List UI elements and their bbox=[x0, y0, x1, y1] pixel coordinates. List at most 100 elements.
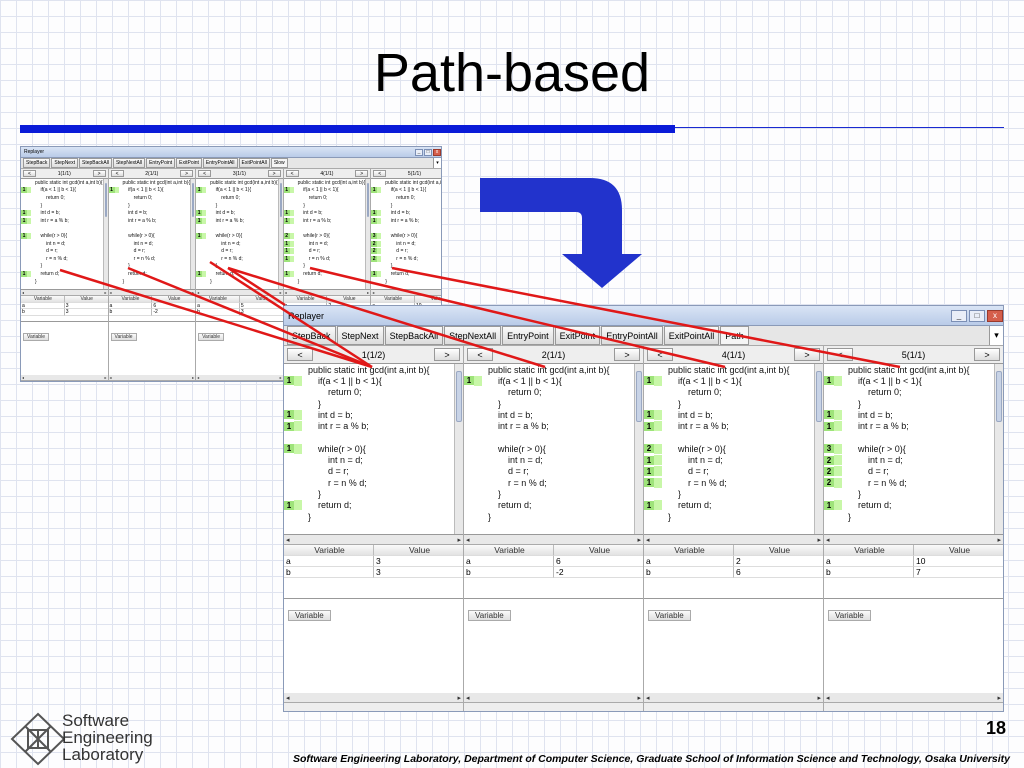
minimize-icon[interactable]: _ bbox=[415, 148, 423, 156]
prev-button[interactable]: < bbox=[198, 170, 212, 177]
next-button[interactable]: > bbox=[434, 348, 460, 361]
toolbar-button-stepbackall[interactable]: StepBackAll bbox=[384, 326, 444, 345]
column-header-value[interactable]: Value bbox=[734, 545, 823, 556]
toolbar-button-entrypointall[interactable]: EntryPointAll bbox=[601, 326, 663, 345]
toolbar-button-stepnextall[interactable]: StepNextAll bbox=[444, 326, 502, 345]
prev-button[interactable]: < bbox=[110, 170, 124, 177]
close-icon[interactable]: x bbox=[433, 148, 441, 156]
scroll-right-icon[interactable]: ▸ bbox=[637, 694, 641, 702]
scroll-right-icon[interactable]: ▸ bbox=[104, 375, 107, 380]
vertical-scrollbar[interactable] bbox=[994, 364, 1003, 534]
scroll-right-icon[interactable]: ▸ bbox=[192, 290, 195, 296]
next-button[interactable]: > bbox=[267, 170, 281, 177]
dropdown-chevron-down-icon[interactable]: ▾ bbox=[433, 158, 441, 168]
variable-button[interactable]: Variable bbox=[648, 610, 691, 621]
prev-button[interactable]: < bbox=[827, 348, 853, 361]
horizontal-scrollbar[interactable]: ◂▸ bbox=[644, 693, 823, 703]
toolbar-button-stepback[interactable]: StepBack bbox=[287, 326, 336, 345]
minimize-icon[interactable]: _ bbox=[951, 309, 967, 322]
prev-button[interactable]: < bbox=[285, 170, 299, 177]
prev-button[interactable]: < bbox=[647, 348, 673, 361]
horizontal-scrollbar[interactable]: ◂▸ bbox=[284, 693, 463, 703]
variable-button[interactable]: Variable bbox=[198, 332, 225, 341]
toolbar-button-stepbackall[interactable]: StepBackAll bbox=[78, 158, 112, 168]
scrollbar-thumb[interactable] bbox=[192, 183, 195, 217]
horizontal-scrollbar[interactable]: ◂▸ bbox=[284, 535, 463, 545]
variable-button[interactable]: Variable bbox=[288, 610, 331, 621]
next-button[interactable]: > bbox=[974, 348, 1000, 361]
horizontal-scrollbar[interactable]: ◂▸ bbox=[464, 535, 643, 545]
prev-button[interactable]: < bbox=[467, 348, 493, 361]
vertical-scrollbar[interactable] bbox=[277, 179, 283, 290]
scrollbar-thumb[interactable] bbox=[367, 183, 370, 217]
horizontal-scrollbar[interactable]: ◂▸ bbox=[108, 375, 196, 381]
toolbar-button-exitpoint[interactable]: ExitPoint bbox=[554, 326, 601, 345]
scroll-right-icon[interactable]: ▸ bbox=[457, 536, 461, 544]
scroll-left-icon[interactable]: ◂ bbox=[197, 290, 200, 296]
vertical-scrollbar[interactable] bbox=[634, 364, 643, 534]
scroll-right-icon[interactable]: ▸ bbox=[997, 694, 1001, 702]
next-button[interactable]: > bbox=[180, 170, 194, 177]
scroll-left-icon[interactable]: ◂ bbox=[286, 694, 290, 702]
toolbar-button-entrypointall[interactable]: EntryPointAll bbox=[202, 158, 238, 168]
vertical-scrollbar[interactable] bbox=[365, 179, 371, 290]
toolbar-button-stepnext[interactable]: StepNext bbox=[336, 326, 384, 345]
column-header-variable[interactable]: Variable bbox=[284, 545, 374, 556]
scroll-left-icon[interactable]: ◂ bbox=[466, 536, 470, 544]
vertical-scrollbar[interactable] bbox=[454, 364, 463, 534]
scroll-left-icon[interactable]: ◂ bbox=[197, 375, 200, 380]
next-button[interactable]: > bbox=[794, 348, 820, 361]
scroll-left-icon[interactable]: ◂ bbox=[22, 375, 25, 380]
variable-button[interactable]: Variable bbox=[110, 332, 137, 341]
vertical-scrollbar[interactable] bbox=[814, 364, 823, 534]
scroll-left-icon[interactable]: ◂ bbox=[22, 290, 25, 296]
scroll-left-icon[interactable]: ◂ bbox=[284, 290, 287, 296]
maximize-icon[interactable]: □ bbox=[424, 148, 432, 156]
column-header-value[interactable]: Value bbox=[914, 545, 1003, 556]
close-icon[interactable]: x bbox=[987, 309, 1003, 322]
toolbar-button-exitpointall[interactable]: ExitPointAll bbox=[238, 158, 270, 168]
scroll-left-icon[interactable]: ◂ bbox=[109, 375, 112, 380]
scrollbar-thumb[interactable] bbox=[816, 370, 822, 422]
scroll-right-icon[interactable]: ▸ bbox=[997, 536, 1001, 544]
variable-button[interactable]: Variable bbox=[468, 610, 511, 621]
scroll-left-icon[interactable]: ◂ bbox=[466, 694, 470, 702]
horizontal-scrollbar[interactable]: ◂▸ bbox=[824, 693, 1003, 703]
toolbar-button-stepback[interactable]: StepBack bbox=[23, 158, 51, 168]
toolbar-button-entrypoint[interactable]: EntryPoint bbox=[146, 158, 176, 168]
scroll-left-icon[interactable]: ◂ bbox=[826, 694, 830, 702]
horizontal-scrollbar[interactable]: ◂▸ bbox=[824, 535, 1003, 545]
scroll-left-icon[interactable]: ◂ bbox=[646, 536, 650, 544]
toolbar-button-stepnextall[interactable]: StepNextAll bbox=[112, 158, 146, 168]
scrollbar-thumb[interactable] bbox=[996, 370, 1002, 422]
table-row[interactable]: b-2 bbox=[108, 309, 196, 316]
maximize-icon[interactable]: □ bbox=[969, 309, 985, 322]
table-row[interactable]: b-2 bbox=[464, 567, 643, 578]
column-header-value[interactable]: Value bbox=[554, 545, 643, 556]
scroll-right-icon[interactable]: ▸ bbox=[637, 536, 641, 544]
horizontal-scrollbar[interactable]: ◂▸ bbox=[21, 375, 108, 381]
vertical-scrollbar[interactable] bbox=[102, 179, 108, 290]
column-header-variable[interactable]: Variable bbox=[644, 545, 734, 556]
scroll-left-icon[interactable]: ◂ bbox=[109, 290, 112, 296]
scroll-right-icon[interactable]: ▸ bbox=[279, 290, 282, 296]
variable-button[interactable]: Variable bbox=[23, 332, 49, 341]
scroll-left-icon[interactable]: ◂ bbox=[286, 536, 290, 544]
toolbar-button-slow[interactable]: Slow bbox=[270, 158, 288, 168]
dropdown-chevron-down-icon[interactable]: ▾ bbox=[989, 326, 1003, 345]
prev-button[interactable]: < bbox=[23, 170, 36, 177]
scroll-right-icon[interactable]: ▸ bbox=[817, 536, 821, 544]
horizontal-scrollbar[interactable]: ◂▸ bbox=[644, 535, 823, 545]
toolbar-button-exitpoint[interactable]: ExitPoint bbox=[176, 158, 202, 168]
prev-button[interactable]: < bbox=[373, 170, 387, 177]
scroll-left-icon[interactable]: ◂ bbox=[646, 694, 650, 702]
scroll-right-icon[interactable]: ▸ bbox=[817, 694, 821, 702]
